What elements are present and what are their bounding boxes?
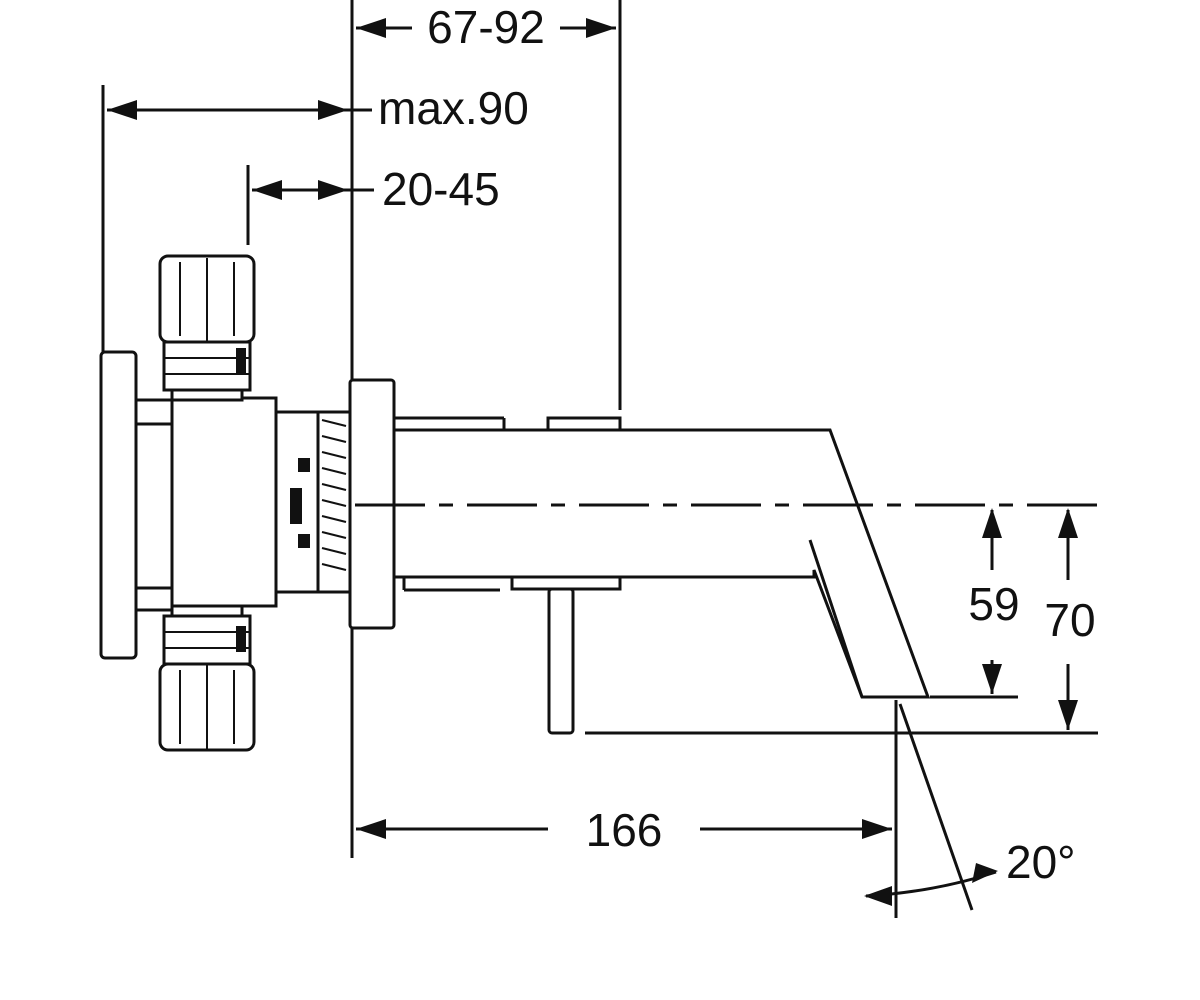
dimension-spout-height-outer: 70 [1044,508,1096,730]
dimension-spout-reach: 166 [356,804,892,856]
top-connector-nut [158,254,256,402]
dimension-label-spout-height-inner: 59 [968,578,1019,630]
dimension-label-mount-depth: 20-45 [382,163,500,215]
wall-plate [99,350,138,660]
dimension-label-wall-depth: 67-92 [427,1,545,53]
dimension-label-max-depth: max.90 [378,82,529,134]
dimension-label-spout-height-outer: 70 [1044,594,1095,646]
lever-handle [547,587,575,735]
dimension-label-spout-angle: 20° [1006,836,1076,888]
bottom-connector-nut [158,604,256,752]
dimension-spout-height-inner: 59 [968,508,1020,694]
dimension-spout-angle: 20° [864,836,1076,906]
spout [392,416,931,699]
dimension-max-depth: max.90 [107,82,529,134]
dimension-mount-depth: 20-45 [252,163,500,215]
dimension-wall-depth: 67-92 [356,1,616,53]
dimension-label-spout-reach: 166 [586,804,663,856]
valve-body [170,396,352,608]
